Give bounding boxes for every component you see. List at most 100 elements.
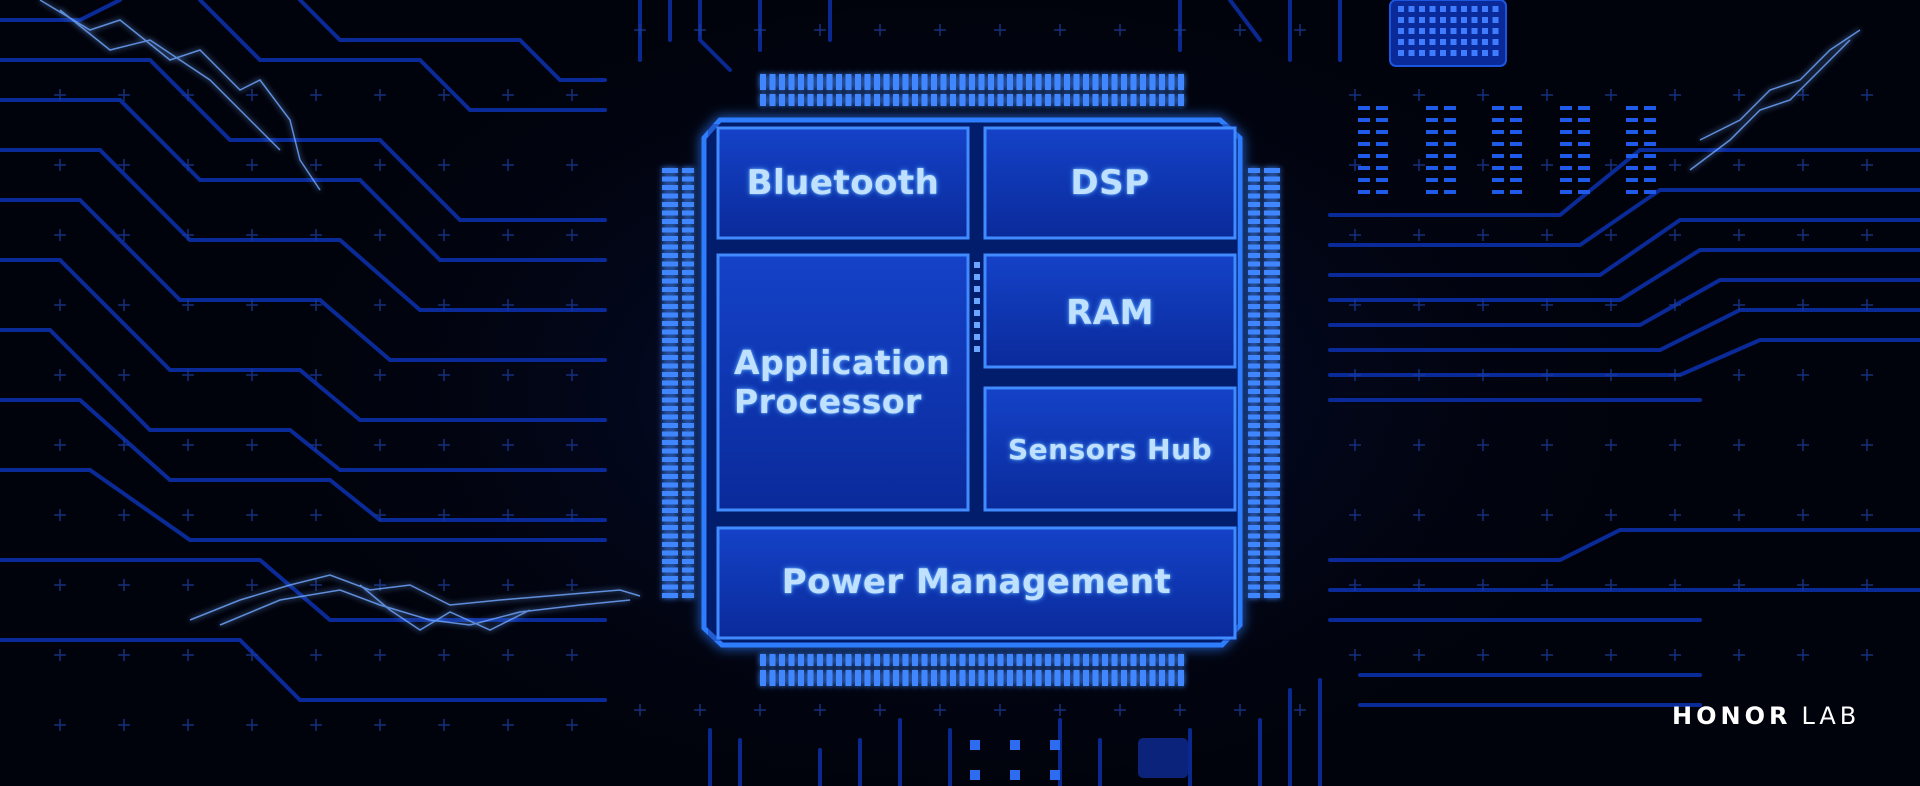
contact-pad: [1578, 154, 1590, 158]
chip-pin: [1111, 74, 1118, 90]
chip-pin: [874, 74, 880, 90]
chip-dot: [1450, 6, 1457, 12]
chip-pin: [662, 312, 678, 318]
cross-mark: [1797, 299, 1809, 311]
electric-arcs: [39, 0, 1861, 631]
chip-pin: [682, 270, 694, 275]
chip-pin: [1264, 380, 1280, 386]
chip-pin: [760, 654, 766, 666]
chip-pin: [1248, 236, 1260, 241]
cross-mark: [634, 24, 646, 36]
chip-pin: [662, 414, 678, 420]
chip-pin: [662, 440, 678, 445]
chip-pin: [1054, 74, 1061, 90]
chip-pin: [682, 491, 694, 496]
chip-pin: [662, 304, 678, 309]
cross-mark: [874, 24, 886, 36]
cross-mark: [566, 439, 578, 451]
cross-mark: [1733, 89, 1745, 101]
cross-mark: [566, 369, 578, 381]
cross-mark: [1294, 704, 1306, 716]
cross-mark: [1349, 89, 1361, 101]
contact-pad: [1492, 106, 1504, 110]
left-circuit-traces: [0, 0, 607, 702]
chip-pin: [1149, 670, 1156, 686]
contact-pad: [1560, 154, 1572, 158]
chip-dot: [1429, 39, 1436, 45]
chip-pin: [1007, 654, 1013, 666]
chip-pin: [1264, 227, 1280, 233]
chip-pin: [682, 295, 694, 301]
cross-mark: [438, 579, 450, 591]
cross-mark: [1541, 299, 1553, 311]
contact-pad: [1376, 106, 1388, 110]
chip-dot: [1440, 28, 1446, 34]
cross-mark: [1733, 579, 1745, 591]
cross-mark: [118, 89, 130, 101]
chip-pin: [662, 542, 678, 547]
contact-pad: [1510, 142, 1522, 146]
cross-mark: [1541, 369, 1553, 381]
chip-pin: [1178, 94, 1184, 106]
chip-pin: [1121, 670, 1127, 686]
chip-pin: [788, 74, 795, 90]
chip-pin: [1045, 670, 1051, 686]
chip-pin: [1248, 202, 1260, 207]
chip-pin: [836, 670, 842, 686]
chip-dot: [1471, 50, 1478, 56]
chip-pin: [1264, 440, 1280, 445]
cross-mark: [1413, 649, 1425, 661]
chip-pin: [1054, 94, 1061, 106]
chip-pin: [682, 176, 694, 182]
cross-mark: [54, 229, 66, 241]
chip-dot: [1450, 50, 1457, 56]
chip-dot: [1408, 17, 1415, 23]
chip-pin: [682, 474, 694, 479]
contact-pad: [1644, 118, 1656, 122]
chip-pin: [760, 74, 766, 90]
chip-pin: [1035, 670, 1042, 686]
cross-mark: [54, 89, 66, 101]
chip-pin: [682, 465, 694, 471]
cross-mark: [310, 579, 322, 591]
cross-mark: [1174, 24, 1186, 36]
cross-mark: [118, 579, 130, 591]
chip-pin: [1026, 654, 1032, 666]
chip-pin: [1248, 397, 1260, 403]
cross-mark: [374, 439, 386, 451]
chip-pin: [1054, 654, 1061, 666]
chip-pin: [662, 338, 678, 343]
chip-pin: [1264, 593, 1280, 598]
bus-dot: [974, 334, 980, 340]
chip-pin: [662, 389, 678, 394]
chip-pin: [950, 654, 956, 666]
chip-pin: [1083, 94, 1089, 106]
chip-pin: [874, 654, 880, 666]
chip-pin: [662, 465, 678, 471]
chip-pin: [682, 448, 694, 454]
application-processor-label-line2: Processor: [734, 382, 922, 421]
chip-dot: [1461, 17, 1467, 23]
small-chip-top-right: [1389, 0, 1507, 67]
chip-dot: [1450, 39, 1457, 45]
chip-pin: [662, 168, 678, 173]
chip-pin: [1264, 261, 1280, 267]
contact-pad: [1510, 190, 1522, 194]
chip-pin: [760, 670, 766, 686]
cross-mark: [566, 299, 578, 311]
cross-mark: [1234, 704, 1246, 716]
chip-pin: [1016, 654, 1023, 666]
block-power-management: [716, 526, 1237, 640]
chip-pin: [893, 94, 899, 106]
cross-mark: [1413, 159, 1425, 171]
chip-pin: [1159, 670, 1165, 686]
chip-pin: [682, 321, 694, 326]
chip-pin: [921, 654, 928, 666]
cross-mark: [1669, 369, 1681, 381]
contact-pad: [1376, 166, 1388, 170]
cross-mark: [1294, 24, 1306, 36]
chip-pin: [662, 559, 678, 564]
chip-dot: [1408, 50, 1415, 56]
contact-pad: [1578, 118, 1590, 122]
